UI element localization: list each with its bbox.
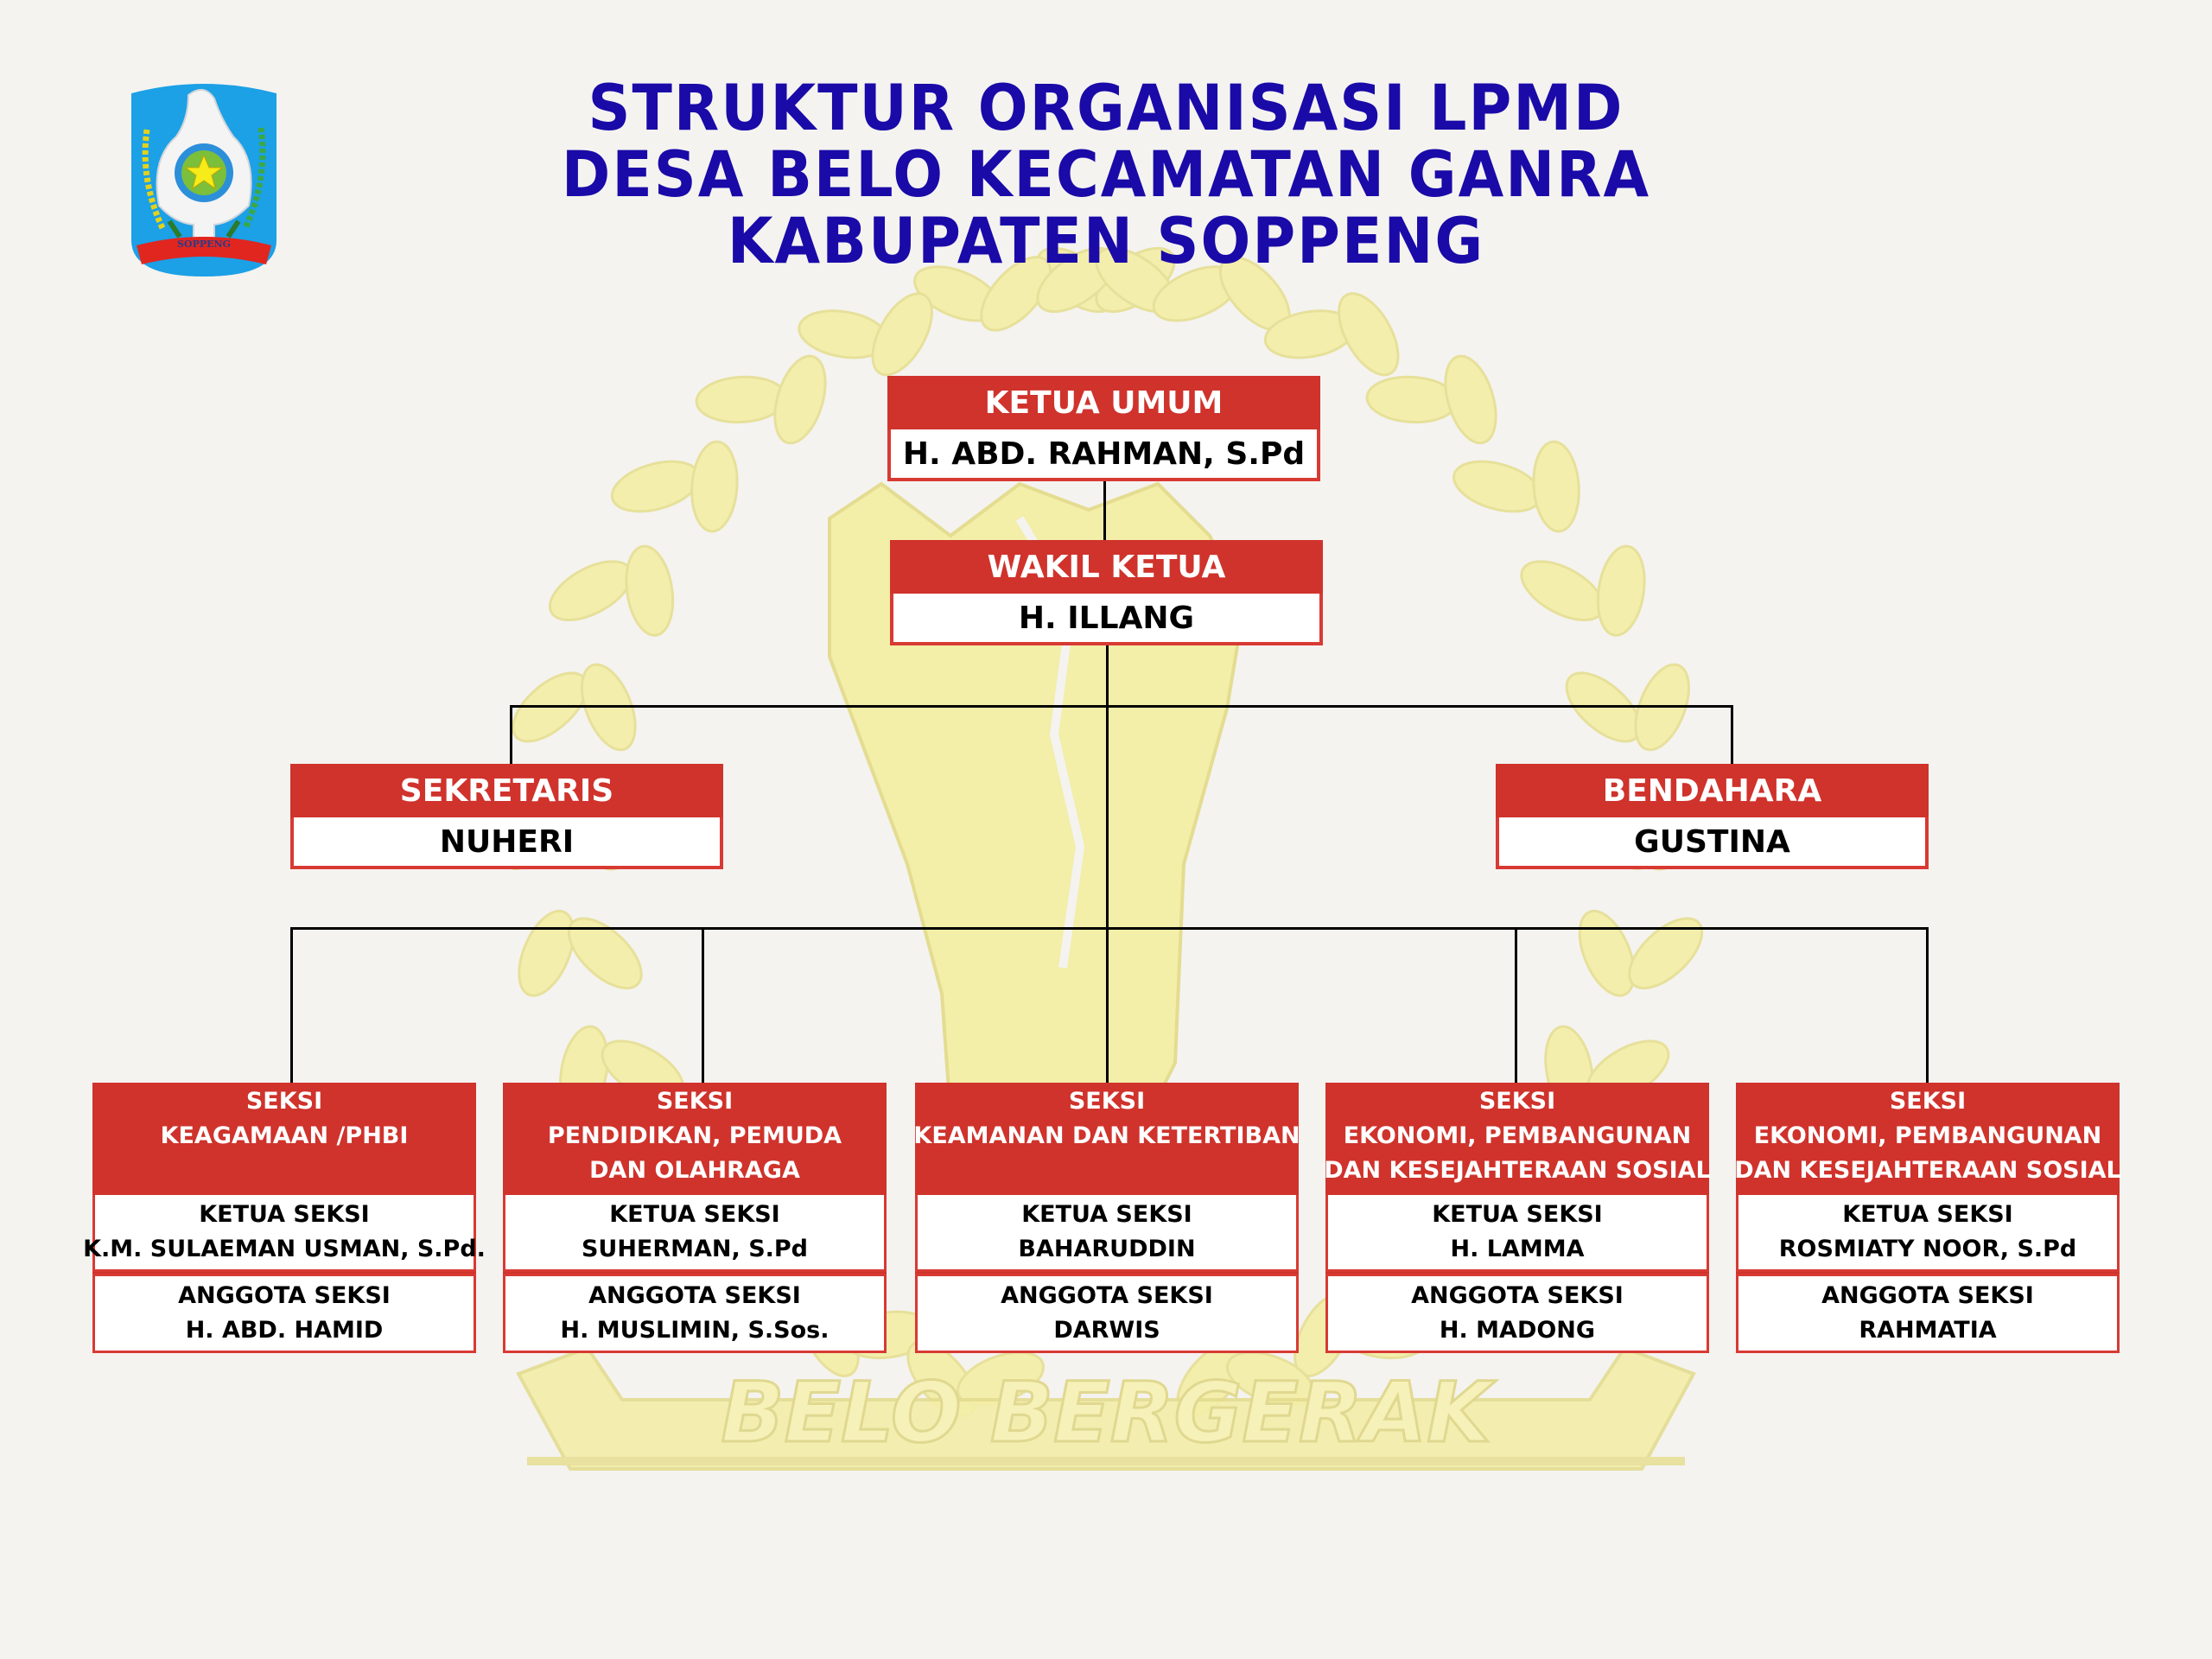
laurel-leaf [690, 440, 739, 533]
connector-lower-horizontal [290, 927, 1928, 930]
connector-to-sekretaris [510, 705, 512, 764]
anggota-seksi-cell: ANGGOTA SEKSI H. ABD. HAMID [92, 1274, 476, 1353]
ketua-seksi-cell: KETUA SEKSI SUHERMAN, S.Pd [503, 1195, 887, 1272]
laurel-leaf [1628, 917, 1704, 990]
soppeng-emblem-logo: SOPPENG [131, 84, 276, 276]
ketua-seksi-cell: KETUA SEKSI H. LAMMA [1325, 1195, 1709, 1272]
anggota-seksi-cell: ANGGOTA SEKSI H. MADONG [1325, 1274, 1709, 1353]
connector-to-seksi-4 [1515, 927, 1517, 1083]
ketua-seksi-label: KETUA SEKSI [1432, 1201, 1603, 1228]
ketua-seksi-label: KETUA SEKSI [199, 1201, 370, 1228]
seksi-box-keamanan: SEKSI KEAMANAN DAN KETERTIBAN KETUA SEKS… [913, 1083, 1300, 1353]
seksi-header-line: DAN OLAHRAGA [589, 1157, 800, 1184]
anggota-seksi-label: ANGGOTA SEKSI [588, 1282, 801, 1309]
laurel-leaf [773, 354, 827, 445]
sekretaris-box: SEKRETARIS NUHERI [290, 764, 723, 869]
member-name: H. ILLANG [890, 594, 1323, 645]
seksi-header: SEKSI KEAMANAN DAN KETERTIBAN [913, 1083, 1300, 1195]
ketua-seksi-label: KETUA SEKSI [1842, 1201, 2013, 1228]
anggota-seksi-cell: ANGGOTA SEKSI DARWIS [915, 1274, 1299, 1353]
logo-label: SOPPENG [177, 238, 231, 250]
anggota-seksi-label: ANGGOTA SEKSI [1001, 1282, 1213, 1309]
seksi-header: SEKSI EKONOMI, PEMBANGUNAN DAN KESEJAHTE… [1324, 1083, 1711, 1195]
anggota-seksi-name: RAHMATIA [1859, 1317, 1997, 1344]
page-title-line-2: DESA BELO KECAMATAN GANRA [561, 137, 1651, 213]
seksi-header-line: SEKSI [245, 1088, 323, 1115]
seksi-header-line: SEKSI [1889, 1088, 1967, 1115]
ketua-seksi-cell: KETUA SEKSI BAHARUDDIN [915, 1195, 1299, 1272]
seksi-header: SEKSI EKONOMI, PEMBANGUNAN DAN KESEJAHTE… [1734, 1083, 2121, 1195]
role-label: SEKRETARIS [399, 772, 614, 809]
seksi-box-ekonomi-1: SEKSI EKONOMI, PEMBANGUNAN DAN KESEJAHTE… [1324, 1083, 1711, 1353]
laurel-leaf [1365, 375, 1459, 424]
anggota-seksi-label: ANGGOTA SEKSI [178, 1282, 391, 1309]
seksi-box-ekonomi-2: SEKSI EKONOMI, PEMBANGUNAN DAN KESEJAHTE… [1734, 1083, 2121, 1353]
ketua-seksi-name: ROSMIATY NOOR, S.Pd [1778, 1236, 2077, 1262]
anggota-seksi-name: H. ABD. HAMID [185, 1317, 384, 1344]
page-title-line-3: KABUPATEN SOPPENG [727, 204, 1485, 279]
seksi-header-line: PENDIDIKAN, PEMUDA [547, 1122, 842, 1149]
ketua-seksi-cell: KETUA SEKSI K.M. SULAEMAN USMAN, S.Pd. [83, 1195, 486, 1272]
connector-to-seksi-2 [702, 927, 704, 1083]
belo-bergerak-banner: BELO BERGERAK [516, 1345, 1696, 1471]
seksi-box-pendidikan: SEKSI PENDIDIKAN, PEMUDA DAN OLAHRAGA KE… [503, 1083, 887, 1353]
laurel-leaf [871, 292, 933, 377]
ketua-umum-box: KETUA UMUM H. ABD. RAHMAN, S.Pd [887, 376, 1320, 481]
member-name: NUHERI [290, 817, 723, 869]
member-name: H. ABD. RAHMAN, S.Pd [887, 429, 1320, 481]
ketua-seksi-label: KETUA SEKSI [609, 1201, 780, 1228]
connector-to-seksi-5 [1926, 927, 1929, 1083]
seksi-header-line: DAN KESEJAHTERAAN SOSIAL [1324, 1157, 1711, 1184]
laurel-leaf [1596, 544, 1646, 637]
anggota-seksi-cell: ANGGOTA SEKSI RAHMATIA [1736, 1274, 2120, 1353]
connector-center-trunk [1106, 645, 1109, 1083]
laurel-leaf [610, 460, 701, 513]
connector-upper-horizontal [510, 705, 1733, 708]
laurel-leaf [1338, 292, 1400, 377]
connector-to-seksi-1 [290, 927, 293, 1083]
laurel-leaf [1452, 460, 1543, 513]
anggota-seksi-label: ANGGOTA SEKSI [1411, 1282, 1624, 1309]
role-label: BENDAHARA [1602, 772, 1822, 809]
member-name: GUSTINA [1496, 817, 1929, 869]
seksi-header-line: DAN KESEJAHTERAAN SOSIAL [1734, 1157, 2121, 1184]
laurel-leaf [625, 544, 675, 637]
anggota-seksi-name: H. MADONG [1439, 1317, 1596, 1344]
laurel-leaf [518, 909, 575, 997]
banner-text: BELO BERGERAK [721, 1364, 1497, 1461]
role-label: KETUA UMUM [984, 385, 1224, 421]
laurel-leaf [1578, 909, 1636, 997]
laurel-leaf [1532, 440, 1580, 533]
ketua-seksi-label: KETUA SEKSI [1021, 1201, 1192, 1228]
seksi-header: SEKSI KEAGAMAAN /PHBI [92, 1083, 476, 1195]
seksi-header-line: SEKSI [1068, 1088, 1146, 1115]
page-title-line-1: STRUKTUR ORGANISASI LPMD [588, 71, 1624, 146]
laurel-leaf [567, 917, 643, 990]
seksi-header-line: KEAGAMAAN /PHBI [160, 1122, 409, 1149]
connector-to-bendahara [1731, 705, 1733, 764]
anggota-seksi-cell: ANGGOTA SEKSI H. MUSLIMIN, S.Sos. [503, 1274, 887, 1353]
connector-ketua-wakil [1103, 481, 1106, 540]
ketua-seksi-name: SUHERMAN, S.Pd [581, 1236, 809, 1262]
role-label: WAKIL KETUA [987, 549, 1226, 585]
ketua-seksi-name: K.M. SULAEMAN USMAN, S.Pd. [83, 1236, 486, 1262]
seksi-header-line: KEAMANAN DAN KETERTIBAN [913, 1122, 1300, 1149]
anggota-seksi-label: ANGGOTA SEKSI [1821, 1282, 2034, 1309]
seksi-box-keagamaan: SEKSI KEAGAMAAN /PHBI KETUA SEKSI K.M. S… [83, 1083, 486, 1353]
ketua-seksi-cell: KETUA SEKSI ROSMIATY NOOR, S.Pd [1736, 1195, 2120, 1272]
bendahara-box: BENDAHARA GUSTINA [1496, 764, 1929, 869]
seksi-header-line: EKONOMI, PEMBANGUNAN [1753, 1122, 2102, 1149]
anggota-seksi-name: DARWIS [1053, 1317, 1160, 1344]
wakil-ketua-box: WAKIL KETUA H. ILLANG [890, 540, 1323, 645]
laurel-leaf [695, 375, 788, 424]
ketua-seksi-name: BAHARUDDIN [1018, 1236, 1196, 1262]
seksi-header-line: SEKSI [656, 1088, 734, 1115]
ketua-seksi-name: H. LAMMA [1450, 1236, 1585, 1262]
seksi-header-line: SEKSI [1478, 1088, 1556, 1115]
seksi-header-line: EKONOMI, PEMBANGUNAN [1343, 1122, 1692, 1149]
anggota-seksi-name: H. MUSLIMIN, S.Sos. [560, 1317, 830, 1344]
seksi-header: SEKSI PENDIDIKAN, PEMUDA DAN OLAHRAGA [503, 1083, 887, 1195]
laurel-leaf [1444, 354, 1497, 445]
laurel-leaf [980, 256, 1052, 332]
